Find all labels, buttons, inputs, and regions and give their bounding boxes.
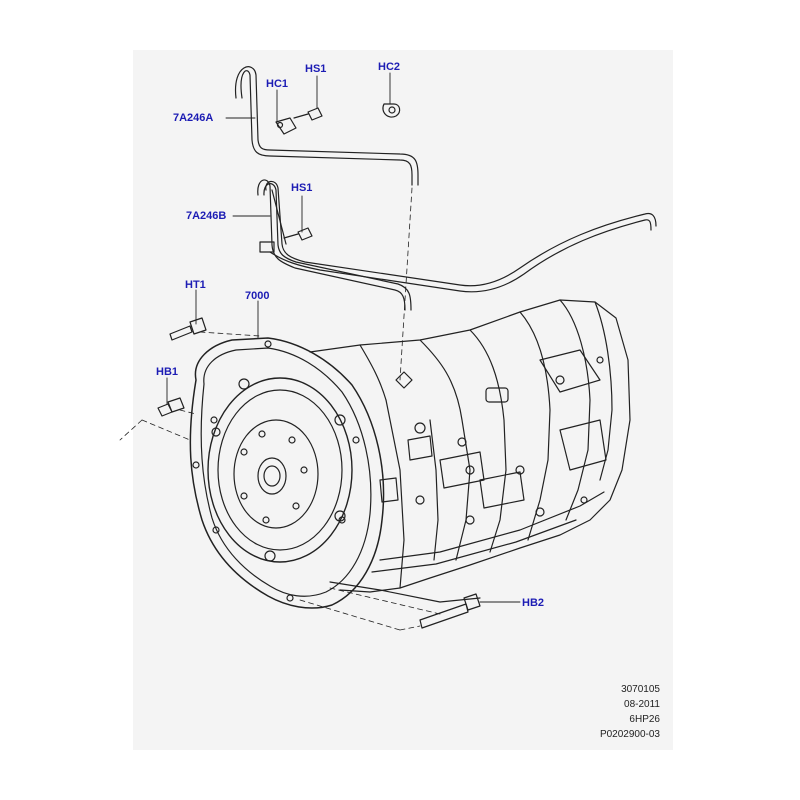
callout-hb2: HB2 bbox=[522, 597, 545, 609]
callout-hs1-mid: HS1 bbox=[291, 182, 313, 194]
callout-7a246b: 7A246B bbox=[186, 210, 227, 222]
bell-housing bbox=[189, 337, 385, 609]
meta-line-1: 3070105 bbox=[621, 684, 660, 695]
bolt-hb2 bbox=[419, 593, 481, 629]
alignment-lines bbox=[119, 187, 441, 631]
pipe-clip-hc1 bbox=[275, 117, 297, 135]
cooler-pipe-b bbox=[257, 179, 657, 311]
callout-hc1: HC1 bbox=[266, 78, 289, 90]
leader-lines bbox=[166, 72, 521, 603]
meta-line-2: 08-2011 bbox=[624, 699, 660, 710]
bolt-ht1 bbox=[169, 317, 207, 341]
callout-hs1-top: HS1 bbox=[305, 63, 327, 75]
cooler-pipe-a bbox=[234, 66, 419, 186]
meta-line-4: P0202900-03 bbox=[599, 729, 660, 740]
flex-plate bbox=[207, 377, 353, 563]
pipe-clip-hc2 bbox=[382, 103, 401, 118]
callout-hb1: HB1 bbox=[156, 366, 179, 378]
callout-ht1: HT1 bbox=[185, 279, 206, 291]
bolt-hs1-top bbox=[293, 107, 323, 121]
callout-7000: 7000 bbox=[245, 290, 270, 302]
transmission-case bbox=[309, 299, 631, 603]
bolt-hb1 bbox=[157, 397, 185, 417]
callout-7a246a: 7A246A bbox=[173, 112, 214, 124]
callout-hc2: HC2 bbox=[378, 61, 401, 73]
meta-line-3: 6HP26 bbox=[629, 714, 660, 725]
bolt-hs1-mid bbox=[259, 227, 313, 253]
diagram-panel bbox=[133, 50, 673, 750]
